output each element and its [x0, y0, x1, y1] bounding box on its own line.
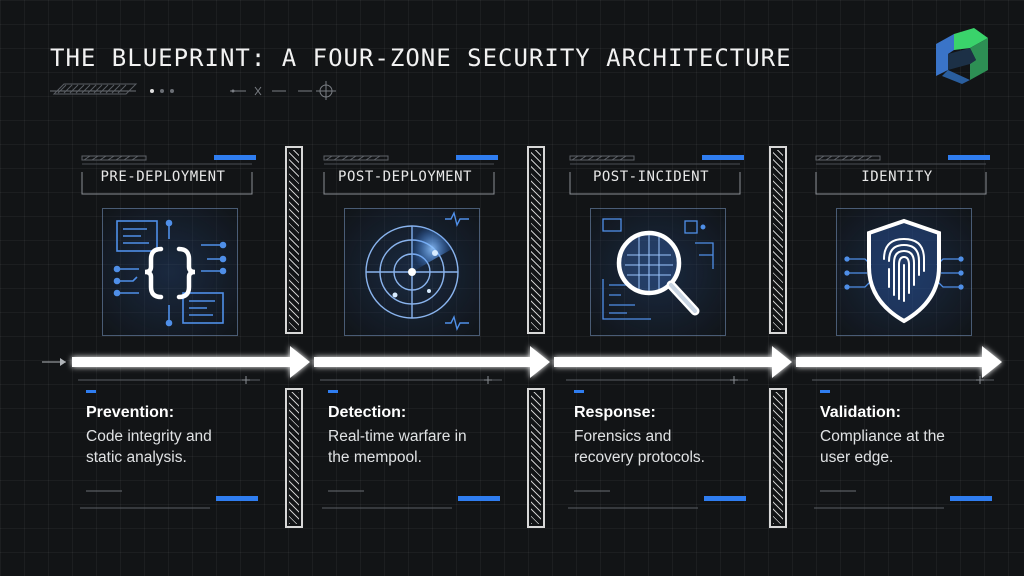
logo-icon	[936, 28, 988, 84]
panel-frame	[812, 155, 994, 509]
zone-description: Code integrity and static analysis.	[86, 426, 272, 468]
zone-divider	[769, 388, 787, 528]
zone-divider	[769, 146, 787, 334]
zone-description-line: recovery protocols.	[574, 449, 705, 466]
zone-description-line: user edge.	[820, 449, 894, 466]
flow-arrow-line	[42, 346, 1002, 378]
radar-icon	[365, 210, 469, 332]
zone-divider	[527, 388, 545, 528]
zone-panel-identity: IDENTITY Validation: Compliance at the u…	[804, 150, 1010, 514]
zone-icon-frame	[102, 208, 238, 336]
zone-icon-frame	[344, 208, 480, 336]
title-decoration	[50, 81, 336, 100]
zone-heading: Response:	[574, 404, 656, 421]
zone-icon-frame	[836, 208, 972, 336]
zone-description: Forensics and recovery protocols.	[574, 426, 760, 468]
zone-divider	[527, 146, 545, 334]
fingerprint-shield-icon	[844, 218, 964, 324]
page-title: THE BLUEPRINT: A FOUR-ZONE SECURITY ARCH…	[50, 44, 792, 72]
zone-label: POST-INCIDENT	[592, 169, 710, 185]
zone-panel-post-incident: POST-INCIDENT Response: Forensics and re…	[558, 150, 764, 514]
zone-description-line: Real-time warfare in	[328, 428, 467, 445]
zone-heading: Prevention:	[86, 404, 175, 421]
zone-panel-post-deployment: POST-DEPLOYMENT Dete	[312, 150, 518, 514]
zone-label: POST-DEPLOYMENT	[338, 169, 472, 185]
zone-description-line: Code integrity and	[86, 428, 212, 445]
magnifier-icon	[602, 218, 714, 320]
zone-label: PRE-DEPLOYMENT	[100, 169, 226, 185]
zone-heading: Detection:	[328, 404, 407, 421]
zone-panel-pre-deployment: PRE-DEPLOYMENT Prevention: Code integri	[70, 150, 276, 514]
panel-frame	[566, 155, 748, 509]
zone-divider	[285, 146, 303, 334]
zone-description-line: the mempool.	[328, 449, 422, 466]
zone-divider	[285, 388, 303, 528]
zone-description-line: static analysis.	[86, 449, 187, 466]
zone-heading: Validation:	[820, 404, 901, 421]
zone-icon-frame	[590, 208, 726, 336]
zone-description-line: Forensics and	[574, 428, 672, 445]
zone-description-line: Compliance at the	[820, 428, 945, 445]
zone-description: Compliance at the user edge.	[820, 426, 1006, 468]
panel-frame	[320, 155, 502, 509]
zone-description: Real-time warfare in the mempool.	[328, 426, 514, 468]
code-braces-circuit-icon	[113, 219, 227, 327]
panel-frame	[78, 155, 260, 509]
zone-label: IDENTITY	[861, 169, 933, 185]
